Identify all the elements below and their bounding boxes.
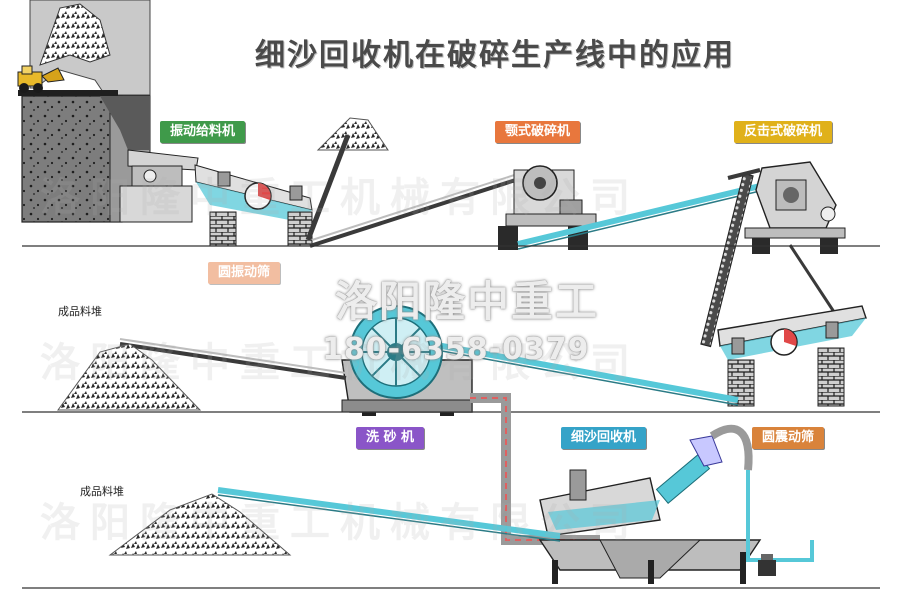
belt-to-sand-washer <box>419 339 739 403</box>
jaw-crusher-machine <box>498 165 597 250</box>
label-fine-sand-recycler: 细沙回收机 <box>561 427 647 449</box>
diagram-title: 细沙回收机在破碎生产线中的应用 <box>255 38 735 73</box>
label-vibrating-screen-bottom: 圆震动筛 <box>752 427 825 449</box>
hydrocyclone-icon <box>655 424 753 504</box>
label-product-pile-2: 成品料堆 <box>80 485 124 498</box>
label-vibrating-screen-mid: 圆振动筛 <box>208 262 281 284</box>
belt-to-product-pile-1 <box>119 342 347 380</box>
impact-crusher-machine <box>744 161 846 254</box>
fine-sand-recycler-machine <box>538 469 762 584</box>
quarry-ground <box>21 95 123 223</box>
label-sand-washer: 洗 砂 机 <box>356 427 425 449</box>
product-pile-1-icon <box>57 343 202 411</box>
top-vibrating-screen <box>194 164 313 247</box>
mid-vibrating-screen <box>717 305 867 407</box>
impeller-wheel-icon <box>349 305 443 399</box>
top-stock-pile <box>316 117 389 151</box>
label-jaw-crusher: 颚式破碎机 <box>495 121 581 143</box>
product-pile-2-icon <box>108 493 292 556</box>
label-vibrating-feeder: 振动给料机 <box>160 121 246 143</box>
loader-icon <box>17 65 65 93</box>
water-return-pipe <box>746 470 814 562</box>
belt-to-impact-crusher <box>517 183 761 247</box>
label-product-pile-1: 成品料堆 <box>58 305 102 318</box>
rock-heap-icon <box>39 3 111 66</box>
sand-washer-machine <box>341 305 473 416</box>
label-impact-crusher: 反击式破碎机 <box>734 121 833 143</box>
belt-to-jaw-crusher <box>309 174 529 248</box>
pump-icon <box>758 554 776 576</box>
belt-to-product-pile-2 <box>217 487 561 539</box>
vibrating-feeder-machine <box>119 149 199 223</box>
